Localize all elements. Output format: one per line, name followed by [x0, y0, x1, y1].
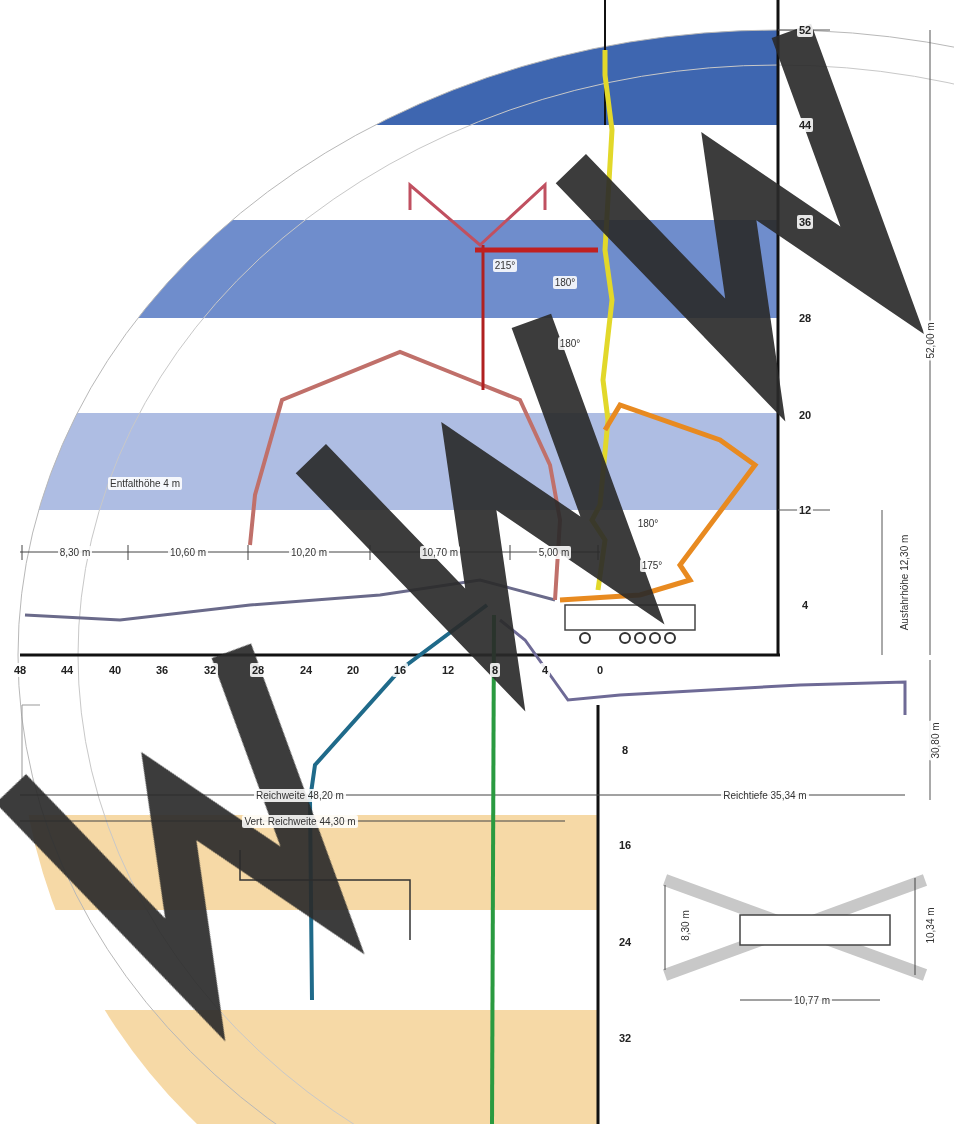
axis-number: 24 — [617, 935, 633, 949]
dimension-label: 10,70 m — [420, 546, 460, 559]
dimension-label: 52,00 m — [923, 320, 936, 360]
axis-number: 4 — [540, 663, 550, 677]
axis-number: 48 — [12, 663, 28, 677]
axis-number: 28 — [250, 663, 266, 677]
axis-number: 36 — [797, 215, 813, 229]
dimension-label: 180° — [558, 337, 583, 350]
truck — [565, 605, 695, 643]
axis-number: 44 — [797, 118, 813, 132]
dimension-label: 5,00 m — [537, 546, 572, 559]
axis-number: 4 — [800, 598, 810, 612]
dimension-label: 8,30 m — [678, 908, 691, 943]
dimension-label: 215° — [493, 259, 518, 272]
dimension-label: 180° — [636, 517, 661, 530]
axis-number: 32 — [617, 1031, 633, 1045]
outrigger-plan — [665, 878, 925, 1000]
dimension-label: 180° — [553, 276, 578, 289]
axis-number: 12 — [440, 663, 456, 677]
watermark — [11, 31, 929, 1009]
dimension-label: Reichtiefe 35,34 m — [721, 789, 808, 802]
axis-number: 36 — [154, 663, 170, 677]
dimension-label: 10,60 m — [168, 546, 208, 559]
axis-number: 24 — [298, 663, 314, 677]
axis-number: 52 — [797, 23, 813, 37]
dimension-label: Ausfahrhöhe 12,30 m — [899, 532, 912, 632]
axis — [20, 654, 780, 657]
axis-number: 16 — [392, 663, 408, 677]
dimension-label: Reichweite 48,20 m — [254, 789, 346, 802]
axis-number: 40 — [107, 663, 123, 677]
axis-number: 12 — [797, 503, 813, 517]
axis-number: 8 — [620, 743, 630, 757]
axis-number: 0 — [595, 663, 605, 677]
dimension-label: 10,20 m — [289, 546, 329, 559]
dimension-label: Vert. Reichweite 44,30 m — [242, 815, 357, 828]
axis-number: 28 — [797, 311, 813, 325]
dimension-label: 8,30 m — [58, 546, 93, 559]
dimension-label: 175° — [640, 559, 665, 572]
axis-number: 16 — [617, 838, 633, 852]
axis-number: 8 — [490, 663, 500, 677]
dimension-label: 10,77 m — [792, 994, 832, 1007]
axis-number: 44 — [59, 663, 75, 677]
axis-number: 20 — [345, 663, 361, 677]
axis — [597, 705, 600, 1124]
axis — [777, 0, 780, 655]
dimension-label: 30,80 m — [928, 720, 941, 760]
dimension-label: 10,34 m — [923, 905, 936, 945]
dimension-label: Entfalthöhe 4 m — [108, 477, 182, 490]
axis-number: 20 — [797, 408, 813, 422]
axis-number: 32 — [202, 663, 218, 677]
